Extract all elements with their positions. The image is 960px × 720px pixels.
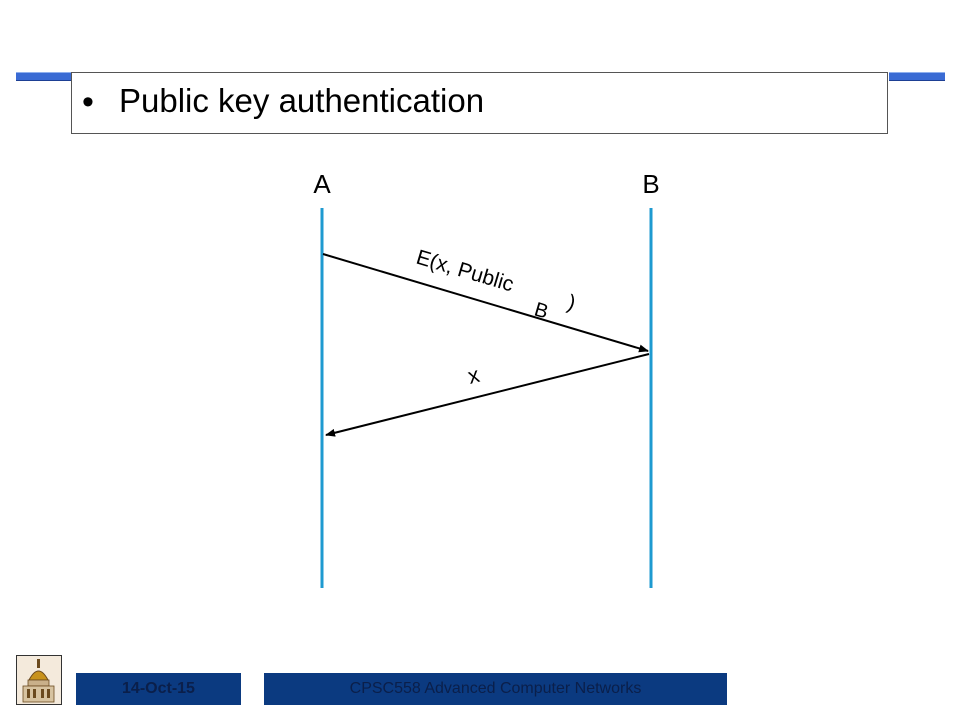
dome-icon — [17, 656, 61, 704]
message-arrow-b-to-a — [325, 353, 650, 437]
message-1-label: E(x, Public — [414, 246, 517, 297]
party-b-label: B — [642, 169, 659, 199]
title-bullet: • — [82, 83, 94, 121]
header-accent-bar-left — [16, 72, 72, 81]
message-arrow-a-to-b — [322, 253, 649, 353]
message-2-label: x — [465, 362, 482, 389]
university-dome-logo — [16, 655, 62, 705]
footer-date: 14-Oct-15 — [76, 673, 241, 705]
slide-title: Public key authentication — [119, 82, 485, 119]
footer-course-title: CPSC558 Advanced Computer Networks — [264, 673, 727, 705]
party-a-label: A — [313, 169, 331, 199]
header-accent-bar-right — [889, 72, 945, 81]
message-1-close-paren: ) — [565, 291, 578, 315]
title-box — [71, 72, 888, 134]
message-1-subscript: B — [532, 299, 551, 324]
